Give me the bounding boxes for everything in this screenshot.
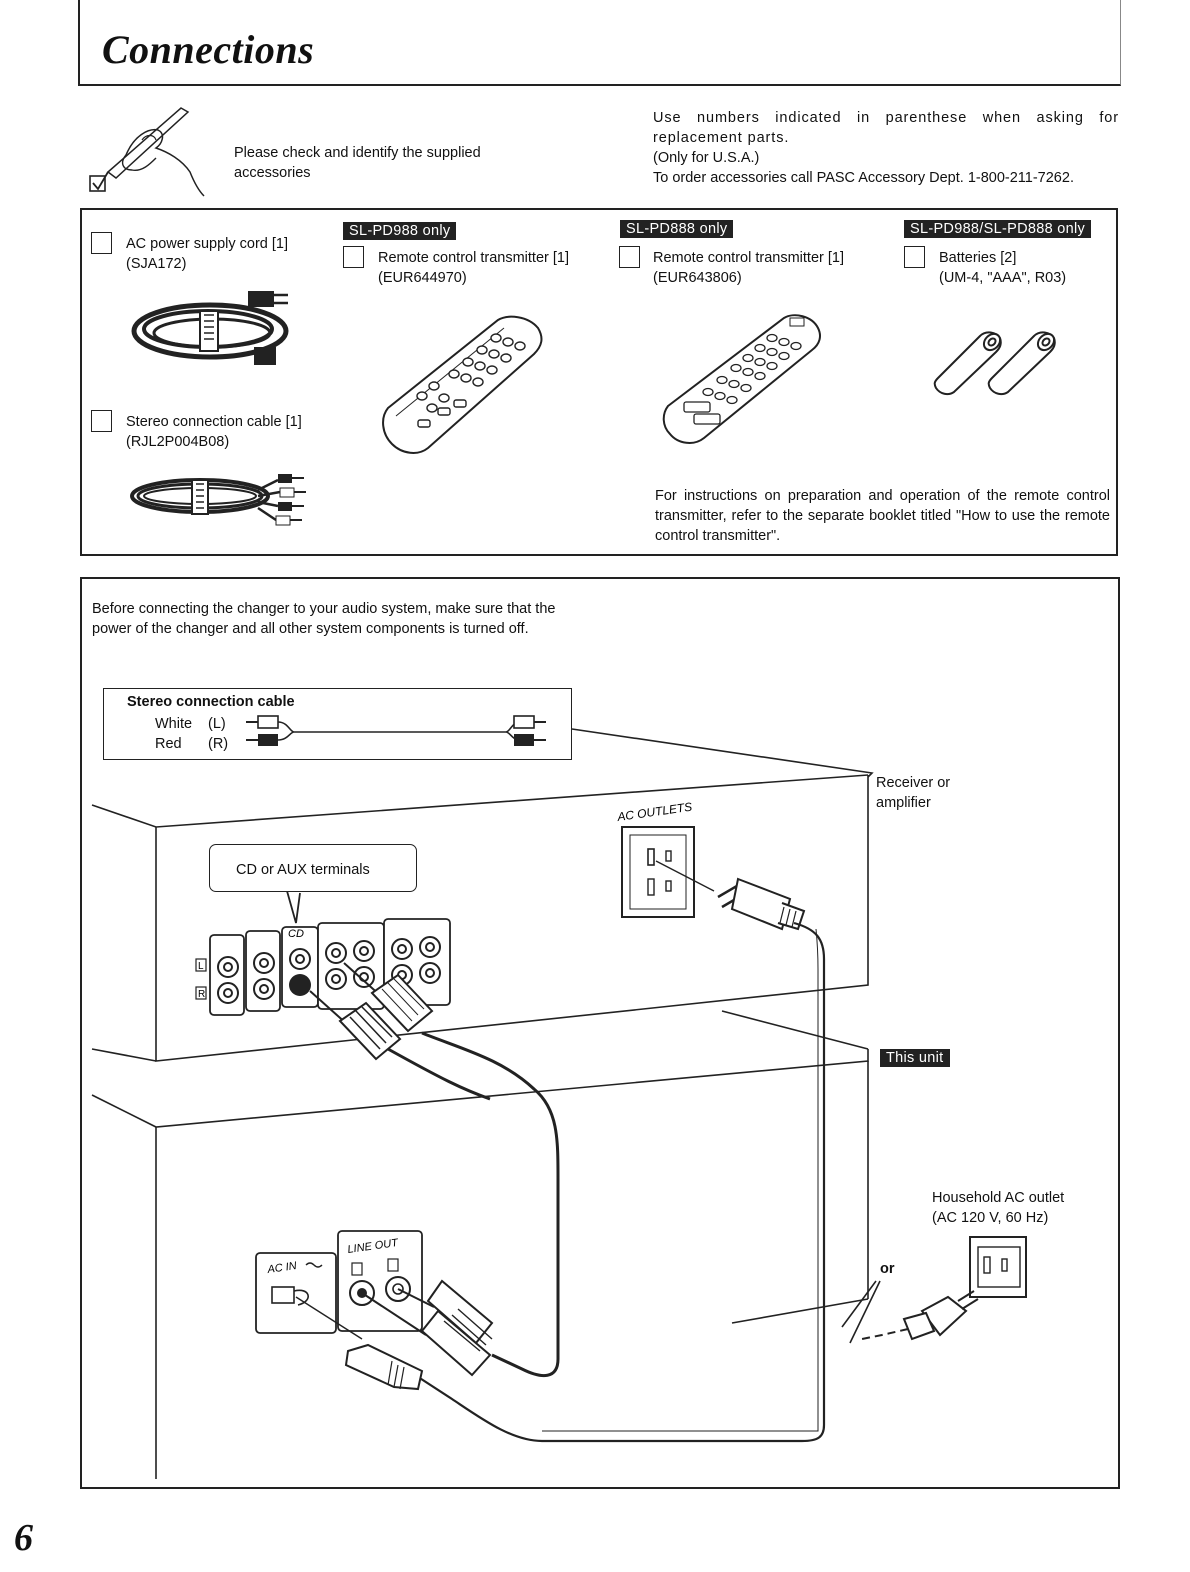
both-models-badge: SL-PD988/SL-PD888 only	[904, 220, 1092, 238]
ac-cord-illustration	[131, 291, 289, 365]
receiver-label: Receiver or amplifier	[876, 775, 951, 811]
stereo-cable-name: Stereo connection cable [1]	[126, 414, 302, 430]
r-label: R	[198, 989, 205, 1000]
remote-888-name: Remote control transmitter [1]	[653, 250, 844, 266]
check-accessories-text: Please check and identify the supplied a…	[234, 145, 481, 181]
sl-pd888-only-badge: SL-PD888 only	[620, 220, 734, 238]
household-plug	[861, 1290, 979, 1341]
ac-in-label: AC IN	[266, 1260, 298, 1276]
page-title: Connections	[102, 27, 315, 72]
this-unit-back-panel: AC IN LINE OUT	[255, 1230, 423, 1334]
household-outlet-label: Household AC outlet	[932, 1190, 1065, 1206]
this-unit-badge: This unit	[880, 1049, 950, 1067]
accessories-box	[80, 208, 1118, 556]
household-outlet-spec: (AC 120 V, 60 Hz)	[932, 1210, 1049, 1226]
batteries-checkbox[interactable]	[904, 246, 925, 268]
connection-diagram: AC OUTLETS CD	[91, 728, 1027, 1479]
remote-988-checkbox[interactable]	[343, 246, 364, 268]
remote-988-name: Remote control transmitter [1]	[378, 250, 569, 266]
batteries-illustration	[933, 331, 1056, 396]
receiver-cable-plugs	[309, 962, 434, 1061]
order-note: To order accessories call PASC Accessory…	[653, 170, 1074, 186]
remote-instructions-note: For instructions on preparation and oper…	[655, 488, 1110, 544]
stereo-cable-symbol	[246, 715, 546, 746]
red-channel: (R)	[208, 736, 229, 752]
remote-888-part: (EUR643806)	[653, 270, 742, 286]
hand-pencil-icon	[89, 107, 205, 197]
page-number: 6	[14, 1517, 33, 1559]
stereo-cable-part: (RJL2P004B08)	[126, 434, 230, 450]
stereo-cable-illustration	[130, 474, 306, 526]
ac-outlets-panel	[621, 826, 695, 918]
remote-888-illustration	[662, 314, 821, 444]
remote-988-illustration	[382, 315, 543, 454]
title-frame	[78, 0, 1121, 86]
white-label: White	[155, 716, 193, 732]
or-label: or	[880, 1261, 895, 1277]
stereo-cable-title: Stereo connection cable	[127, 694, 295, 710]
white-channel: (L)	[208, 716, 226, 732]
usa-note: (Only for U.S.A.)	[653, 150, 760, 166]
cd-aux-callout	[209, 844, 417, 892]
caution-text: Before connecting the changer to your au…	[92, 601, 556, 637]
remote-988-part: (EUR644970)	[378, 270, 467, 286]
sl-pd988-only-badge: SL-PD988 only	[343, 222, 457, 240]
stereo-cable-checkbox[interactable]	[91, 410, 112, 432]
ac-outlets-label: AC OUTLETS	[615, 800, 693, 824]
ac-cord-part: (SJA172)	[126, 256, 187, 272]
stereo-cable-legend	[103, 688, 572, 760]
connection-box	[80, 577, 1120, 1489]
batteries-name: Batteries [2]	[939, 250, 1017, 266]
l-label: L	[198, 961, 204, 972]
ac-cord-name: AC power supply cord [1]	[126, 236, 288, 252]
parts-note: Use numbers indicated in parenthese when…	[653, 110, 1119, 146]
cd-aux-terminals-label: CD or AUX terminals	[236, 862, 370, 878]
batteries-part: (UM-4, "AAA", R03)	[939, 270, 1067, 286]
ac-in-connector	[344, 1343, 424, 1391]
remote-888-checkbox[interactable]	[619, 246, 640, 268]
receiver-ac-plug	[717, 877, 806, 931]
ac-cord-checkbox[interactable]	[91, 232, 112, 254]
cd-label: CD	[288, 928, 304, 940]
line-out-cable-plugs	[361, 1279, 494, 1377]
red-label: Red	[155, 736, 182, 752]
